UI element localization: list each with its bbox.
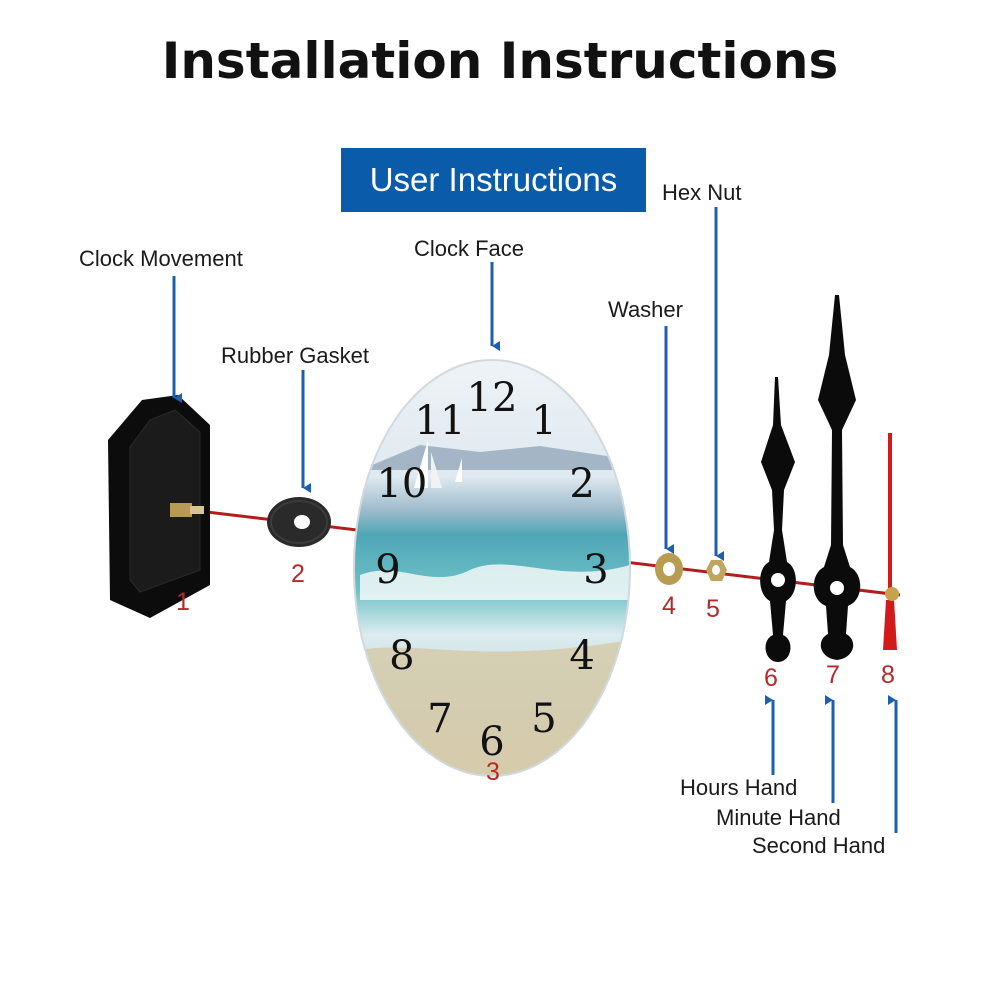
label-rubber-gasket: Rubber Gasket xyxy=(221,343,369,368)
label-clock-face: Clock Face xyxy=(414,236,525,261)
face-numeral-2: 2 xyxy=(569,461,594,507)
page-title: Installation Instructions xyxy=(161,32,839,90)
part-number-2: 2 xyxy=(291,560,305,588)
clock-movement-part xyxy=(108,395,210,618)
label-clock-movement: Clock Movement xyxy=(79,246,243,271)
rubber-gasket-part xyxy=(267,497,331,547)
part-number-6: 6 xyxy=(764,664,778,692)
part-number-4: 4 xyxy=(662,592,676,620)
face-numeral-4: 4 xyxy=(569,633,594,679)
label-washer: Washer xyxy=(608,297,683,322)
face-numeral-11: 11 xyxy=(415,398,466,444)
part-number-8: 8 xyxy=(881,661,895,689)
label-second-hand: Second Hand xyxy=(752,833,886,858)
part-number-3: 3 xyxy=(486,758,500,786)
part-number-7: 7 xyxy=(826,661,840,689)
part-number-5: 5 xyxy=(706,595,720,623)
minute-hand-part xyxy=(813,295,861,660)
label-minute-hand: Minute Hand xyxy=(716,805,841,830)
hours-hand-part xyxy=(760,377,796,662)
washer-part xyxy=(655,553,683,585)
second-hand-part xyxy=(883,433,899,650)
face-numeral-6: 6 xyxy=(479,719,504,765)
face-numeral-3: 3 xyxy=(583,547,608,593)
face-numeral-1: 1 xyxy=(531,398,556,444)
label-hex-nut: Hex Nut xyxy=(662,180,742,205)
face-numeral-12: 12 xyxy=(467,375,518,421)
face-numeral-9: 9 xyxy=(375,547,400,593)
hex-nut-part xyxy=(706,560,727,581)
face-numeral-7: 7 xyxy=(427,696,452,742)
user-instructions-banner: User Instructions xyxy=(341,148,646,212)
label-hours-hand: Hours Hand xyxy=(680,775,798,800)
face-numeral-8: 8 xyxy=(389,633,414,679)
face-numeral-10: 10 xyxy=(376,461,427,507)
part-number-1: 1 xyxy=(176,588,190,616)
face-numeral-5: 5 xyxy=(531,696,556,742)
